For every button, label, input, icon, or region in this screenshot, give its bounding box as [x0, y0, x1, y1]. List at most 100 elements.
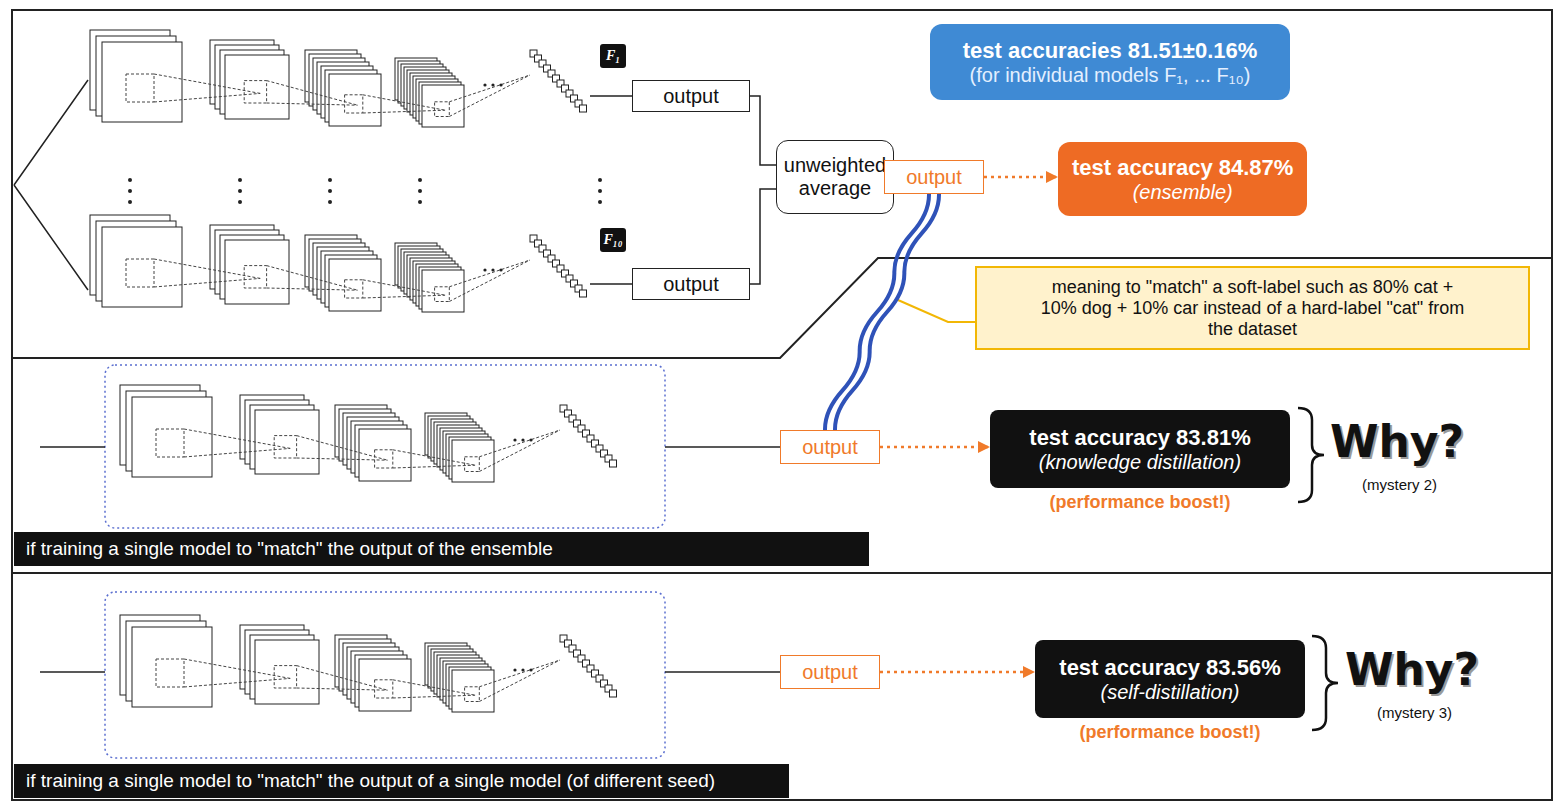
question-text: Why?: [1345, 644, 1479, 695]
vertical-dots: [238, 200, 242, 204]
connector: [825, 194, 939, 430]
receptive-field: [274, 436, 296, 458]
projection-line: [363, 95, 445, 113]
receptive-field: [465, 457, 480, 472]
connector-line: [750, 189, 776, 284]
projection-line: [479, 660, 560, 702]
wire: [590, 95, 632, 97]
vertical-dots: [328, 178, 332, 182]
connector-line: [835, 194, 939, 430]
connector: [984, 177, 1056, 178]
wire: [665, 446, 780, 448]
mystery-label: (mystery 2): [1362, 476, 1437, 493]
node-text: (knowledge distillation): [1039, 451, 1241, 474]
mystery-label: (mystery 3): [1377, 704, 1452, 721]
vertical-dots: [598, 178, 602, 182]
vertical-dots: [418, 200, 422, 204]
cnn-figure: [120, 385, 617, 482]
receptive-field: [375, 450, 393, 468]
node-text: output: [802, 661, 858, 684]
receptive-field: [274, 666, 296, 688]
cnn-figure: [90, 30, 587, 127]
projection-line: [363, 280, 445, 298]
node-text: test accuracy 84.87%: [1072, 155, 1293, 181]
vertical-dots: [598, 189, 602, 193]
receptive-field: [435, 102, 450, 117]
model-tag: F₁: [600, 44, 626, 68]
connector-line: [880, 446, 988, 449]
feature-map: [255, 410, 319, 474]
node-text: (ensemble): [1133, 181, 1233, 204]
caption-banner: if training a single model to "match" th…: [14, 764, 789, 798]
ellipsis-dot: [499, 268, 502, 271]
feature-map: [225, 55, 289, 119]
feature-map: [102, 227, 182, 307]
outer-frame: [12, 10, 1552, 800]
input-fork: [14, 80, 88, 290]
projection-line: [297, 666, 388, 691]
receptive-field: [345, 280, 363, 298]
receptive-field: [345, 95, 363, 113]
receptive-field: [126, 74, 154, 102]
vertical-dots: [328, 189, 332, 193]
ellipsis-dot: [491, 268, 494, 271]
node-text: test accuracy 83.81%: [1029, 425, 1250, 451]
vertical-dots: [128, 189, 132, 193]
panel-divider: [12, 572, 1552, 574]
connector: [880, 447, 988, 448]
node-text: unweighted average: [783, 154, 887, 200]
node-text: F₁₀: [603, 232, 622, 248]
cnn-figure: [90, 215, 587, 312]
node-text: if training a single model to "match" th…: [26, 770, 715, 792]
connector-line: [750, 96, 776, 165]
callout-box: meaning to "match" a soft-label such as …: [975, 266, 1530, 350]
note-text: (performance boost!): [1079, 722, 1260, 743]
projection-line: [267, 81, 358, 106]
node-text: (for individual models F₁, ... F₁₀): [970, 64, 1251, 87]
connector: [750, 189, 776, 284]
model-frame: [105, 592, 665, 758]
node-text: output: [663, 85, 719, 108]
wire: [40, 671, 105, 673]
feature-map: [225, 240, 289, 304]
receptive-field: [244, 266, 266, 288]
feature-map: [422, 270, 464, 312]
node-text: (self-distillation): [1101, 681, 1240, 704]
receptive-field: [435, 287, 450, 302]
ellipsis-dot: [499, 83, 502, 86]
dense-unit: [580, 105, 587, 112]
projection-line: [393, 450, 475, 468]
connector: [750, 96, 776, 165]
projection-line: [479, 430, 560, 472]
connector-line: [880, 671, 1033, 674]
accuracy-box: test accuracy 83.56%(self-distillation): [1035, 640, 1305, 718]
model-frame: [105, 365, 665, 528]
connector: [880, 672, 1033, 673]
vertical-dots: [418, 178, 422, 182]
node-text: test accuracy 83.56%: [1059, 655, 1280, 681]
ellipsis-dot: [483, 268, 486, 271]
dense-unit: [610, 690, 617, 697]
ellipsis-dot: [513, 668, 516, 671]
ellipsis-dot: [521, 668, 524, 671]
connector-line: [825, 194, 929, 430]
feature-map: [132, 627, 212, 707]
receptive-field: [375, 680, 393, 698]
feature-map: [452, 670, 494, 712]
node-text: F₁: [606, 48, 620, 64]
output-box: output: [632, 80, 750, 112]
question-text: Why?: [1330, 416, 1464, 467]
accuracy-box: test accuracies 81.51±0.16%(for individu…: [930, 24, 1290, 100]
output-box: output: [632, 268, 750, 300]
output-box: output: [780, 430, 880, 464]
node-text: output: [906, 166, 962, 189]
vertical-dots: [128, 200, 132, 204]
feature-map: [102, 42, 182, 122]
feature-map: [255, 640, 319, 704]
node-text: if training a single model to "match" th…: [26, 538, 553, 560]
wire: [665, 671, 780, 673]
node-text: meaning to "match" a soft-label such as …: [1037, 277, 1468, 340]
brace: [1312, 636, 1338, 730]
caption-banner: if training a single model to "match" th…: [14, 532, 869, 566]
